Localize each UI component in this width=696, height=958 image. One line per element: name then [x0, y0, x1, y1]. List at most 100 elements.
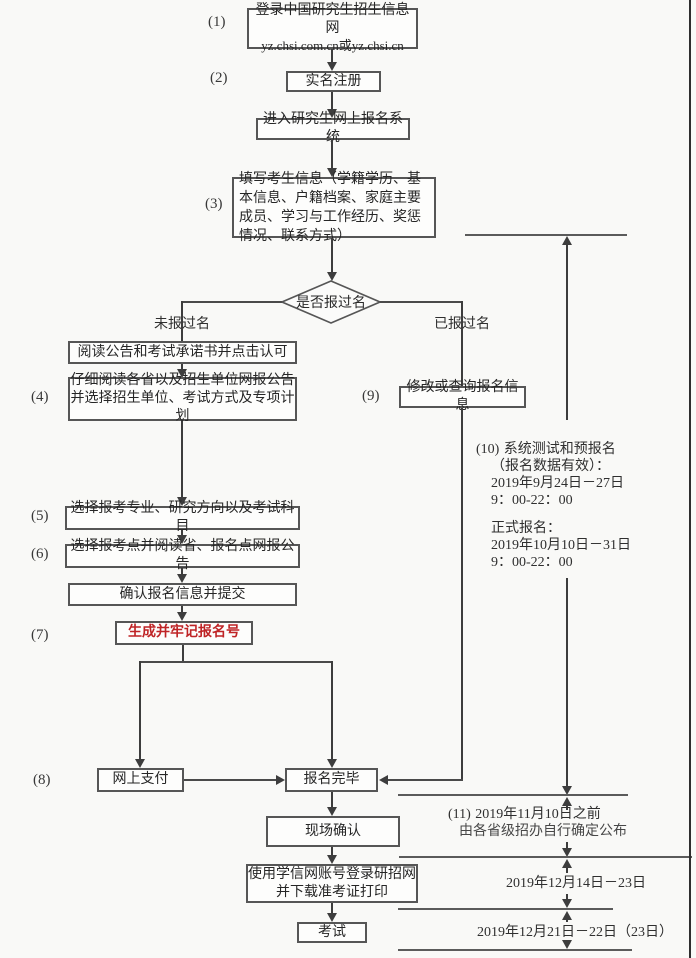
- onsite-period-line2: 由各省级招办自行确定公布: [459, 823, 627, 839]
- node-login: 登录中国研究生招生信息网 yz.chsi.com.cn或yz.chsi.cn: [247, 2, 418, 53]
- connector: [182, 301, 282, 303]
- node-gen-number: 生成并牢记报名号: [115, 621, 253, 645]
- step-number-5: (5): [31, 508, 49, 524]
- connector: [388, 779, 463, 781]
- node-choose-point-label: 选择报考点并阅读省、报名点网报公告: [70, 538, 295, 572]
- arrow-down-icon: [562, 899, 572, 908]
- node-onsite-confirm-label: 现场确认: [305, 822, 361, 839]
- timeline-span: [566, 919, 568, 922]
- connector: [139, 661, 333, 663]
- step-number-10: (10): [476, 442, 500, 457]
- timeline-span: [566, 842, 568, 849]
- step-number-4: (4): [31, 389, 49, 405]
- node-read-notice: 阅读公告和考试承诺书并点击认可: [68, 341, 297, 364]
- arrow-down-icon: [562, 786, 572, 795]
- pre-reg-hours: 9：00-22：00: [491, 493, 573, 508]
- connector: [181, 606, 183, 613]
- node-fill-info: 填写考生信息（学籍学历、基本信息、户籍档案、家庭主要成员、学习与工作经历、奖惩情…: [232, 171, 436, 244]
- timeline-rule: [399, 856, 692, 858]
- step-number-7: (7): [31, 627, 49, 643]
- annotation-onsite-period: (11) 2019年11月10日之前 由各省级招办自行确定公布: [448, 806, 627, 840]
- formal-reg-title: 正式报名：: [491, 520, 561, 536]
- step-number-3: (3): [205, 196, 223, 212]
- node-read-province-line1: 仔细阅读各省以及招生单位网报公告: [70, 372, 295, 389]
- branch-label-yes: 已报过名: [434, 316, 490, 332]
- node-reg-done-label: 报名完毕: [303, 771, 360, 788]
- step-number-8: (8): [33, 772, 51, 788]
- node-login-line1: 登录中国研究生招生信息网: [255, 2, 410, 37]
- branch-label-no: 未报过名: [154, 316, 210, 332]
- step-number-6: (6): [31, 546, 49, 562]
- connector: [331, 847, 333, 856]
- node-confirm-submit-label: 确认报名信息并提交: [119, 585, 246, 602]
- connector: [181, 364, 183, 370]
- pre-reg-title: 系统测试和预报名: [503, 441, 616, 457]
- connector: [331, 92, 333, 110]
- step-number-2: (2): [210, 70, 228, 86]
- connector: [181, 421, 183, 498]
- connector: [331, 140, 333, 168]
- connector: [461, 408, 463, 780]
- arrow-down-icon: [327, 855, 337, 864]
- formal-reg-hours: 9：00-22：00: [491, 555, 573, 570]
- connector: [181, 530, 183, 536]
- formal-reg-dates: 2019年10月10日－31日: [491, 538, 631, 553]
- arrow-up-icon: [562, 236, 572, 245]
- annotation-pre-reg: (10) 系统测试和预报名 （报名数据有效）： 2019年9月24日－27日 9…: [476, 441, 631, 571]
- arrow-up-icon: [562, 911, 572, 920]
- arrow-down-icon: [562, 848, 572, 857]
- arrow-up-icon: [562, 797, 572, 806]
- timeline-span: [566, 578, 568, 787]
- connector: [181, 568, 183, 575]
- node-login-url: yz.chsi.com.cn或yz.chsi.cn: [261, 38, 404, 54]
- timeline-span: [566, 867, 568, 873]
- arrow-down-icon: [177, 497, 187, 506]
- timeline-span: [566, 894, 568, 900]
- connector: [331, 903, 333, 914]
- connector: [331, 792, 333, 808]
- connector: [139, 661, 141, 760]
- node-choose-major-label: 选择报考专业、研究方向以及考试科目: [70, 500, 295, 534]
- timeline-rule: [398, 949, 632, 951]
- arrow-down-icon: [562, 940, 572, 949]
- step-number-11: (11): [448, 807, 471, 822]
- connector: [461, 301, 463, 386]
- node-choose-major: 选择报考专业、研究方向以及考试科目: [65, 500, 300, 534]
- arrow-right-icon: [276, 775, 285, 785]
- arrow-down-icon: [327, 913, 337, 922]
- node-pay-online: 网上支付: [97, 768, 184, 792]
- node-register: 实名注册: [286, 71, 381, 92]
- pre-reg-note: （报名数据有效）：: [491, 458, 610, 474]
- arrow-down-icon: [327, 62, 337, 71]
- timeline-rule: [398, 908, 613, 910]
- node-gen-number-label: 生成并牢记报名号: [128, 624, 240, 641]
- node-onsite-confirm: 现场确认: [266, 816, 400, 847]
- node-reg-done: 报名完毕: [285, 768, 378, 792]
- arrow-down-icon: [135, 759, 145, 768]
- annotation-download-period: 2019年12月14日－23日: [506, 876, 646, 891]
- connector: [331, 238, 333, 272]
- node-enter-system: 进入研究生网上报名系统: [256, 111, 410, 145]
- timeline-rule: [465, 234, 627, 236]
- node-modify-query: 修改或查询报名信息: [399, 379, 526, 413]
- node-download-print-line2: 并下载准考证打印: [276, 883, 388, 900]
- node-fill-info-label: 填写考生信息（学籍学历、基本信息、户籍档案、家庭主要成员、学习与工作经历、奖惩情…: [239, 170, 421, 244]
- arrow-left-icon: [379, 775, 388, 785]
- decision-diamond: [281, 280, 381, 324]
- timeline-span: [566, 245, 568, 420]
- node-choose-point: 选择报考点并阅读省、报名点网报公告: [65, 538, 300, 572]
- connector: [184, 779, 277, 781]
- timeline-span: [566, 805, 568, 810]
- node-modify-query-label: 修改或查询报名信息: [406, 379, 519, 413]
- arrow-down-icon: [177, 574, 187, 583]
- node-download-print-line1: 使用学信网账号登录研招网: [248, 865, 416, 882]
- arrow-down-icon: [327, 807, 337, 816]
- arrow-down-icon: [177, 369, 187, 378]
- node-read-province: 仔细阅读各省以及招生单位网报公告 并选择招生单位、考试方式及专项计划: [68, 372, 297, 424]
- onsite-period-line1: 2019年11月10日之前: [475, 807, 601, 822]
- pre-reg-dates: 2019年9月24日－27日: [491, 476, 624, 491]
- node-download-print: 使用学信网账号登录研招网 并下载准考证打印: [246, 864, 418, 903]
- connector: [331, 661, 333, 760]
- step-number-1: (1): [208, 14, 226, 30]
